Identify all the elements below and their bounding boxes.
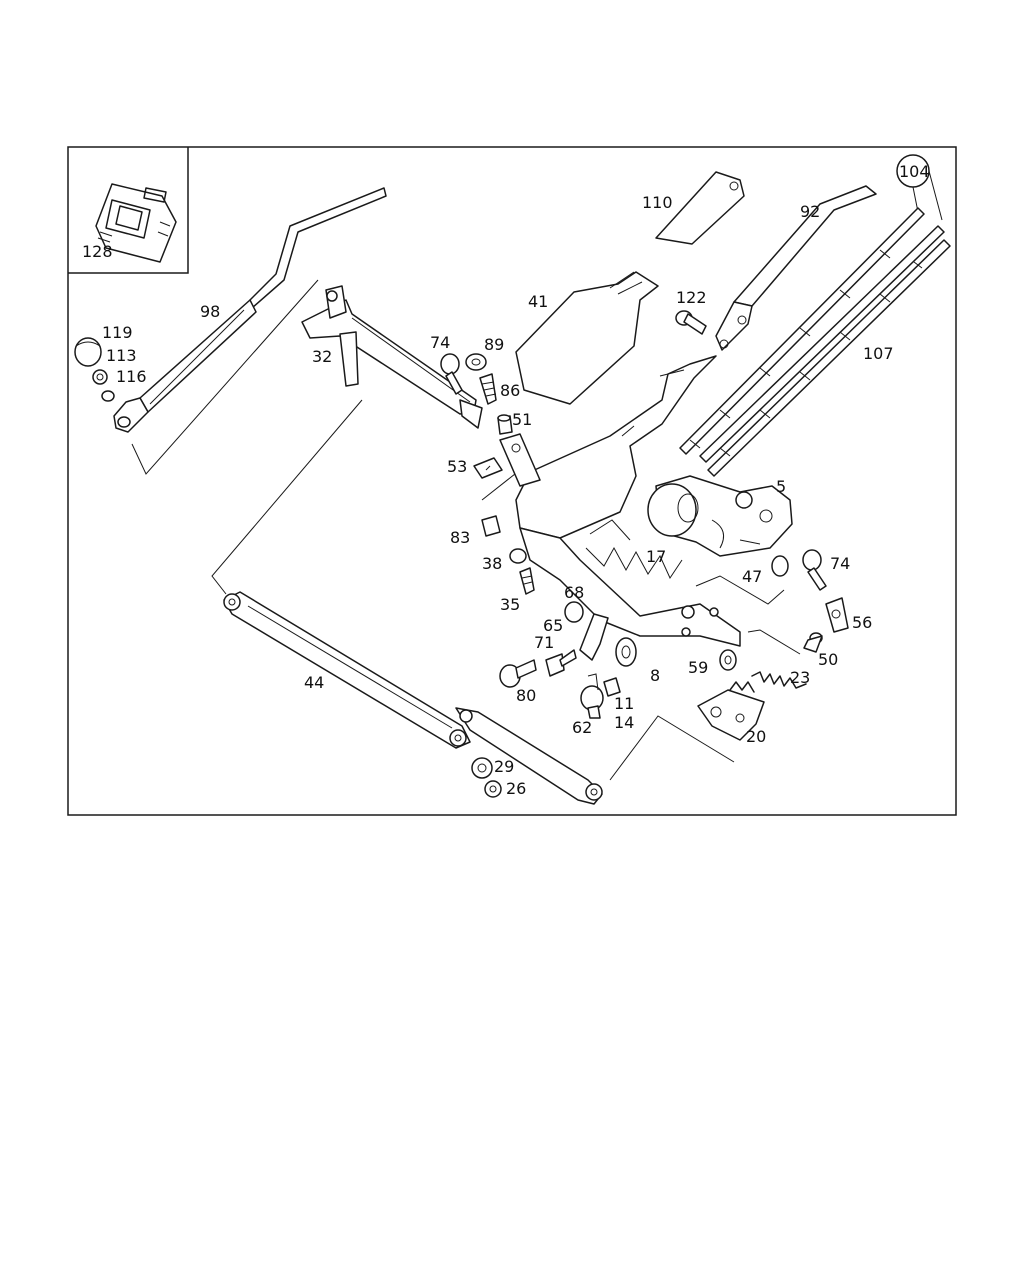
washer-part-8 (615, 637, 637, 667)
clip-part-83 (481, 515, 501, 537)
part-label-71: 71 (534, 633, 554, 652)
bolt-part-74-a (440, 353, 463, 395)
part-label-83: 83 (450, 528, 470, 547)
bracket-part-65 (579, 613, 609, 661)
clip-part-11-14 (603, 677, 621, 697)
clip-part-53 (473, 457, 503, 479)
wiper-motor-part-5 (647, 475, 793, 557)
bolt-part-86 (479, 373, 497, 405)
part-label-113: 113 (106, 346, 137, 365)
leader-line-50 (747, 629, 801, 655)
bushing-part-51 (497, 414, 513, 435)
part-label-17: 17 (646, 547, 666, 566)
part-label-26: 26 (506, 779, 526, 798)
part-label-89: 89 (484, 335, 504, 354)
bolt-part-122 (675, 310, 707, 335)
nut-part-68 (564, 601, 584, 623)
bracket-part-56 (825, 597, 849, 633)
part-label-80: 80 (516, 686, 536, 705)
part-label-92: 92 (800, 202, 820, 221)
diagram-frame (67, 146, 957, 816)
part-label-47: 47 (742, 567, 762, 586)
part-label-74-a: 74 (430, 333, 450, 352)
part-label-56: 56 (852, 613, 872, 632)
bolt-part-74-b (802, 549, 827, 591)
part-label-116: 116 (116, 367, 147, 386)
part-label-14: 14 (614, 713, 634, 732)
washer-part-29 (471, 757, 493, 779)
wiper-blades-part-107 (679, 207, 951, 477)
bolt-part-80 (499, 659, 537, 688)
connecting-rod-part-44 (223, 591, 603, 805)
part-label-53: 53 (447, 457, 467, 476)
main-bracket-part-17 (499, 355, 741, 647)
part-label-50: 50 (818, 650, 838, 669)
part-label-23: 23 (790, 668, 810, 687)
cap-part-119 (74, 337, 102, 367)
grommet-part-38 (509, 548, 527, 564)
part-label-35: 35 (500, 595, 520, 614)
part-label-86: 86 (500, 381, 520, 400)
grommet-part-62 (580, 673, 604, 719)
part-label-68: 68 (564, 583, 584, 602)
leader-line-47 (695, 575, 785, 605)
part-label-107: 107 (863, 344, 894, 363)
part-label-122: 122 (676, 288, 707, 307)
reservoir-cover-part-41 (515, 271, 659, 405)
part-label-20: 20 (746, 727, 766, 746)
grommet-part-47 (771, 555, 789, 577)
part-label-98: 98 (200, 302, 220, 321)
part-label-29: 29 (494, 757, 514, 776)
wiper-arm-part-98 (113, 187, 387, 433)
wiper-arm-part-92 (715, 185, 877, 351)
washer-part-89 (465, 353, 487, 371)
connector-part-128 (95, 183, 177, 263)
inset-box (68, 147, 189, 274)
screw-part-71 (545, 649, 577, 677)
part-label-8: 8 (650, 666, 660, 685)
cover-part-110 (655, 171, 745, 245)
part-label-59: 59 (688, 658, 708, 677)
leader-line-32 (211, 399, 363, 595)
part-label-32: 32 (312, 347, 332, 366)
nut-part-26 (484, 780, 502, 798)
screw-part-35 (519, 567, 535, 595)
leader-line-53 (481, 469, 521, 501)
spring-part-23 (751, 671, 807, 689)
leader-line-98 (131, 279, 319, 475)
part-label-5: 5 (776, 477, 786, 496)
part-label-51: 51 (512, 410, 532, 429)
part-label-11: 11 (614, 694, 634, 713)
washer-part-116 (101, 390, 115, 402)
part-label-41: 41 (528, 292, 548, 311)
part-label-128: 128 (82, 242, 113, 261)
part-label-119: 119 (102, 323, 133, 342)
part-label-38: 38 (482, 554, 502, 573)
part-label-110: 110 (642, 193, 673, 212)
part-label-62: 62 (572, 718, 592, 737)
part-label-104: 104 (899, 162, 930, 181)
part-label-74-b: 74 (830, 554, 850, 573)
nut-part-113 (92, 369, 108, 385)
pin-part-50 (803, 632, 823, 653)
part-label-65: 65 (543, 616, 563, 635)
bracket-part-20 (697, 681, 765, 741)
part-label-44: 44 (304, 673, 324, 692)
nut-part-59 (719, 649, 737, 671)
linkage-part-32 (301, 285, 483, 429)
leader-line-20 (609, 715, 735, 781)
